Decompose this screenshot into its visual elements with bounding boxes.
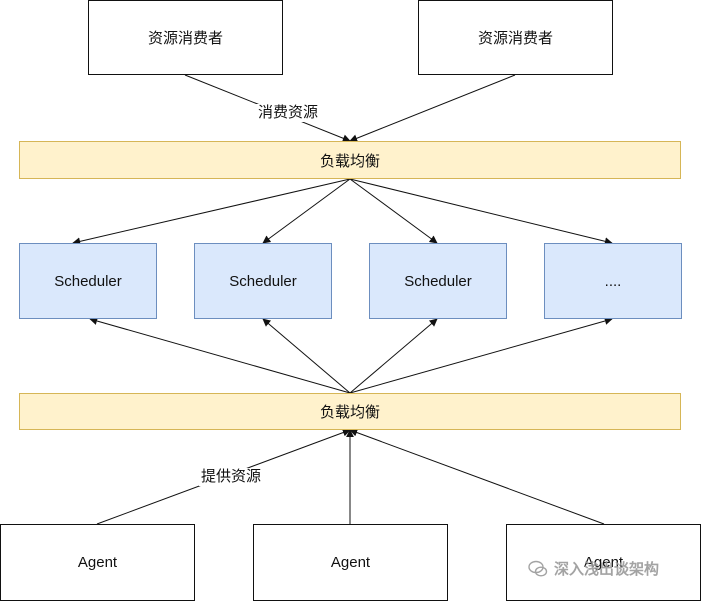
scheduler-label: Scheduler (54, 272, 122, 290)
arrow-lb-to-scheduler4 (349, 178, 613, 246)
load-balancer-label: 负载均衡 (319, 152, 380, 170)
scheduler-box-more: .... (544, 243, 682, 319)
arrow-lb2-to-scheduler3 (349, 318, 438, 394)
agent-box-1: Agent (0, 524, 195, 601)
agent-box-2: Agent (253, 524, 448, 601)
arrow-agent3-to-lb2 (349, 428, 605, 525)
watermark: 深入浅出谈架构 (528, 558, 659, 579)
scheduler-label: Scheduler (404, 272, 472, 290)
consumer-label: 资源消费者 (147, 30, 223, 47)
arrow-lb-to-scheduler1 (72, 178, 351, 246)
agent-label: Agent (77, 554, 118, 571)
scheduler-box-2: Scheduler (194, 243, 332, 319)
consumer-label: 资源消费者 (477, 30, 553, 47)
load-balancer-top: 负载均衡 (19, 141, 681, 179)
wechat-icon (528, 560, 548, 577)
scheduler-label: Scheduler (229, 272, 297, 290)
provide-resources-label: 提供资源 (199, 468, 264, 486)
arrow-consumer2-to-lb (349, 74, 516, 143)
arrow-lb2-to-scheduler4 (349, 317, 613, 394)
scheduler-box-1: Scheduler (19, 243, 157, 319)
arrow-lb-to-scheduler2 (262, 178, 351, 244)
agent-label: Agent (330, 554, 371, 571)
agent-label: Agent (583, 554, 624, 571)
consumer-box-2: 资源消费者 (418, 0, 613, 75)
watermark-text: 深入浅出谈架构 (554, 561, 660, 578)
consume-resources-label: 消费资源 (256, 104, 321, 122)
load-balancer-bottom: 负载均衡 (19, 393, 681, 430)
scheduler-box-3: Scheduler (369, 243, 507, 319)
arrow-lb2-to-scheduler2 (262, 318, 351, 394)
scheduler-label: .... (604, 272, 622, 290)
load-balancer-label: 负载均衡 (319, 404, 380, 421)
agent-box-3: Agent (506, 524, 701, 601)
arrow-lb2-to-scheduler1 (89, 317, 351, 394)
arrow-lb-to-scheduler3 (349, 178, 438, 244)
consumer-box-1: 资源消费者 (88, 0, 283, 75)
